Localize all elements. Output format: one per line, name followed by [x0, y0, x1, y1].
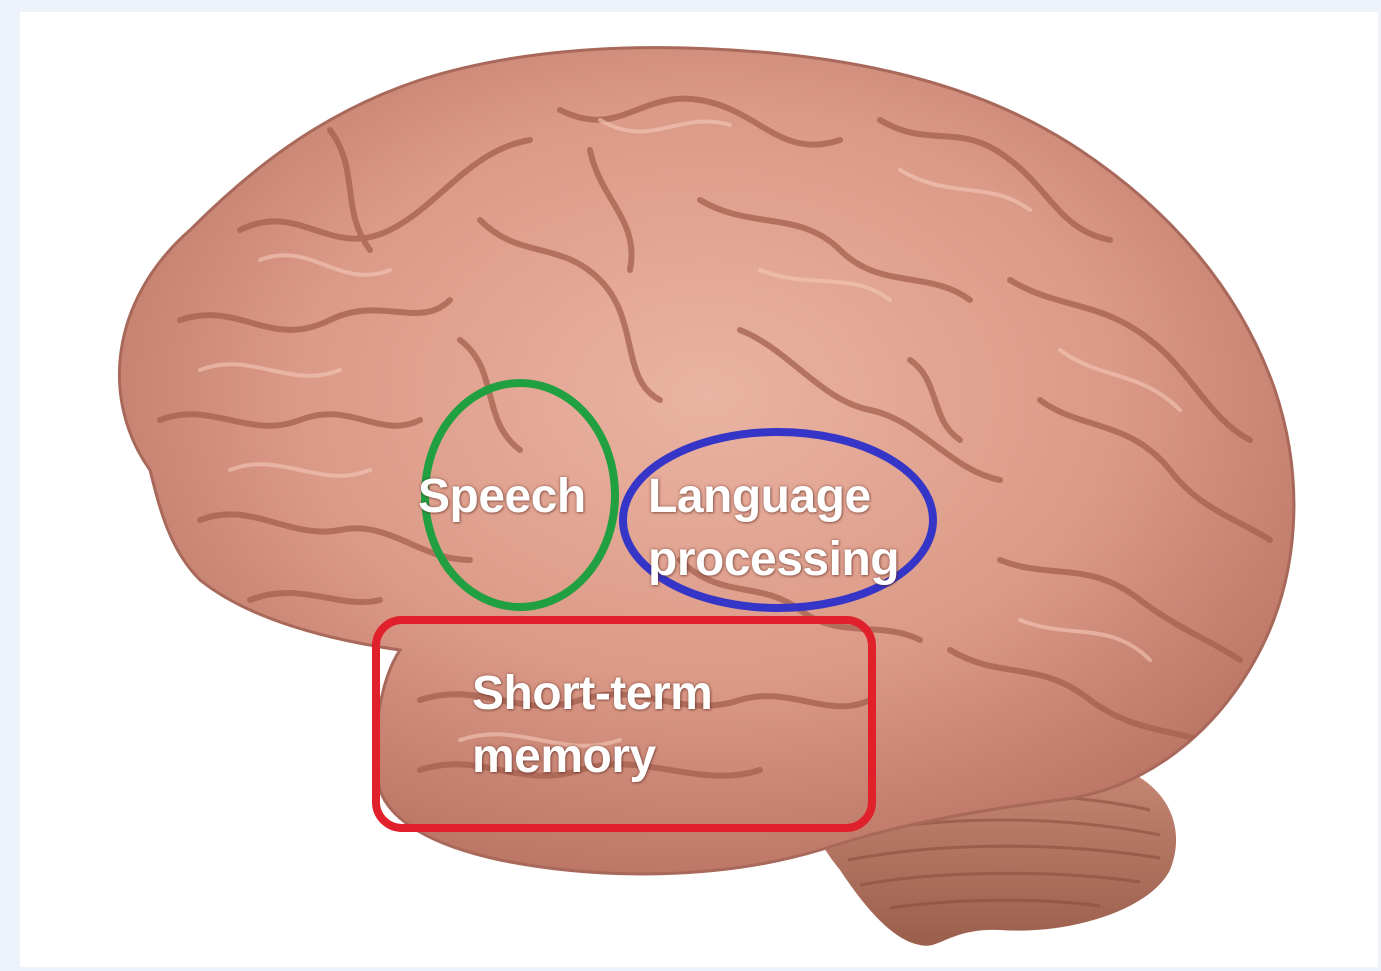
cerebrum	[119, 48, 1293, 874]
memory-label-line1: Short-term	[472, 664, 712, 724]
figure-canvas: Speech Language processing Short-term me…	[20, 12, 1378, 967]
language-label-line1: Language	[648, 467, 871, 527]
language-label-line2: processing	[648, 530, 899, 590]
memory-label-line2: memory	[472, 727, 656, 787]
speech-label: Speech	[418, 467, 586, 527]
